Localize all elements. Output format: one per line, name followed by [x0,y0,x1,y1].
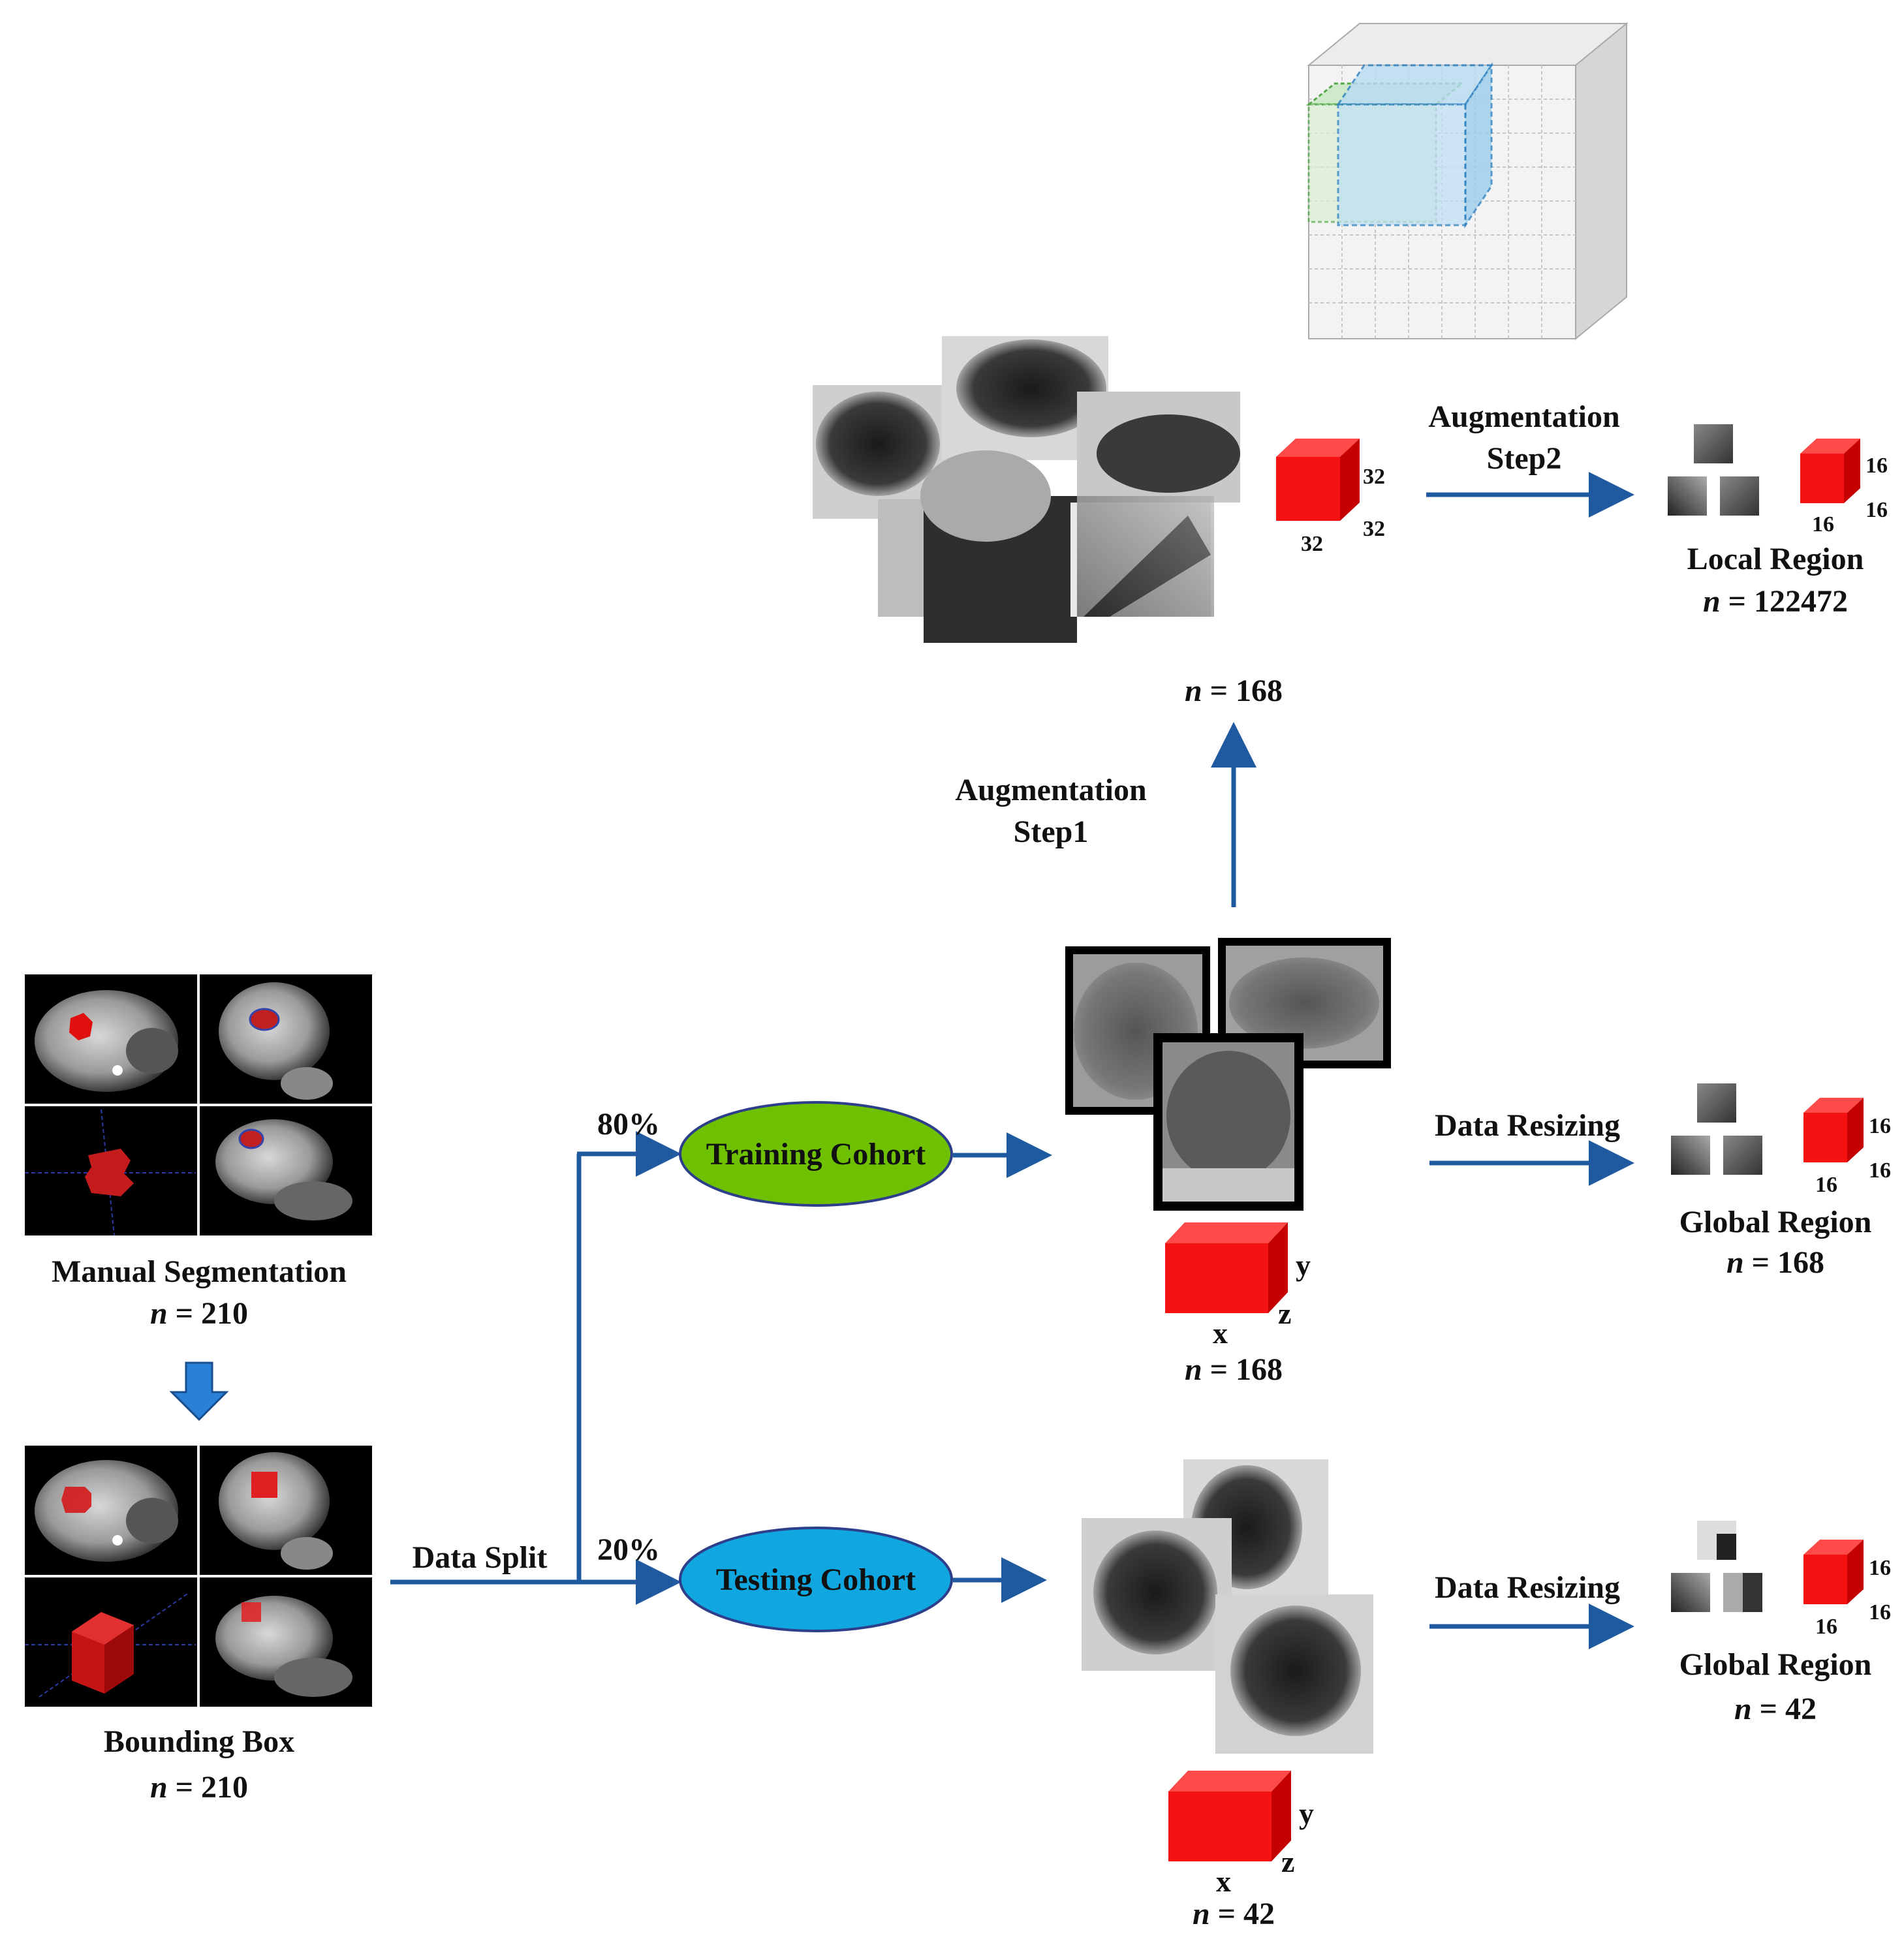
bounding-box-label: Bounding Box [103,1724,295,1759]
dim-16-local-top: 16 [1865,454,1888,478]
axis-x-train: x [1213,1316,1228,1350]
testing-images-count: n = 42 [1192,1897,1275,1931]
data-resizing-test-label: Data Resizing [1435,1570,1620,1605]
cube-16-local-icon [1800,439,1860,503]
training-cohort-image-stack [1065,938,1391,1211]
augmentation-step2-label-line1: Augmentation [1428,399,1620,434]
bounding-box-count: n = 210 [149,1770,249,1805]
augmentation-step1-label-line2: Step1 [1013,815,1089,849]
data-split-label: Data Split [412,1540,548,1575]
global-region-test-patches [1671,1521,1762,1612]
cube-32-icon [1276,439,1360,521]
segmentation-3d-render [25,1109,196,1236]
bbox-3d-cube-render [25,1592,196,1698]
axis-y-test: y [1299,1797,1314,1830]
percent-test-label: 20% [597,1532,660,1567]
dim-16-train-bottom: 16 [1815,1173,1837,1197]
bbox-coronal-slice-1 [219,1452,333,1570]
dim-16-local-right: 16 [1865,498,1888,522]
mri-coronal-slice-1 [219,982,333,1100]
manual-segmentation-count: n = 210 [149,1296,249,1331]
dim-32-bottom: 32 [1301,532,1323,556]
testing-cohort-image-stack [1082,1459,1373,1754]
axis-y-train: y [1296,1249,1311,1282]
training-cohort-ellipse [679,1101,953,1207]
axis-z-train: z [1278,1297,1292,1330]
percent-train-label: 80% [597,1107,660,1141]
cube-16-train-icon [1803,1098,1864,1162]
local-region-patches [1668,424,1759,516]
testing-cohort-label: Testing Cohort [715,1562,916,1597]
data-resizing-train-label: Data Resizing [1435,1108,1620,1143]
global-region-test-count: n = 42 [1734,1692,1817,1726]
training-cohort-label: Training Cohort [706,1136,926,1172]
global-region-train-count: n = 168 [1726,1245,1825,1280]
augmented-patch-collage [813,336,1240,643]
cube-16-test-icon [1803,1540,1864,1604]
dim-16-train-right: 16 [1869,1158,1891,1183]
testing-cohort-ellipse [679,1527,953,1632]
augmented-count: n = 168 [1184,674,1283,708]
dim-16-test-bottom: 16 [1815,1615,1837,1639]
local-region-count: n = 122472 [1702,584,1849,619]
down-arrow-icon [169,1361,229,1421]
global-region-test-label: Global Region [1679,1647,1872,1682]
bbox-axial-slice [35,1460,178,1562]
cube-xyz-test-icon [1168,1771,1291,1861]
data-split-connector [390,1131,681,1605]
axis-z-test: z [1281,1845,1295,1878]
global-region-train-patches [1671,1083,1762,1175]
training-images-count: n = 168 [1184,1352,1283,1387]
dim-16-test-right: 16 [1869,1600,1891,1624]
global-region-train-label: Global Region [1679,1205,1872,1239]
bbox-coronal-slice-2 [215,1596,352,1697]
augmentation-step1-label-line1: Augmentation [955,773,1147,807]
dim-32-right: 32 [1363,517,1385,541]
dim-16-test-top: 16 [1869,1556,1891,1580]
local-region-label: Local Region [1687,542,1864,576]
dim-16-local-bottom: 16 [1812,512,1834,536]
dim-32-top: 32 [1363,465,1385,489]
manual-segmentation-label: Manual Segmentation [51,1254,347,1289]
bounding-box-image-grid [25,1446,372,1707]
axis-x-test: x [1216,1865,1231,1898]
mri-coronal-slice-2 [215,1119,352,1220]
manual-segmentation-image-grid [25,974,372,1236]
patch-extraction-grid-cube [1305,22,1629,341]
mri-axial-slice-1 [35,990,178,1092]
cube-xyz-train-icon [1165,1222,1288,1313]
dim-16-train-top: 16 [1869,1114,1891,1138]
augmentation-step2-label-line2: Step2 [1486,441,1562,476]
